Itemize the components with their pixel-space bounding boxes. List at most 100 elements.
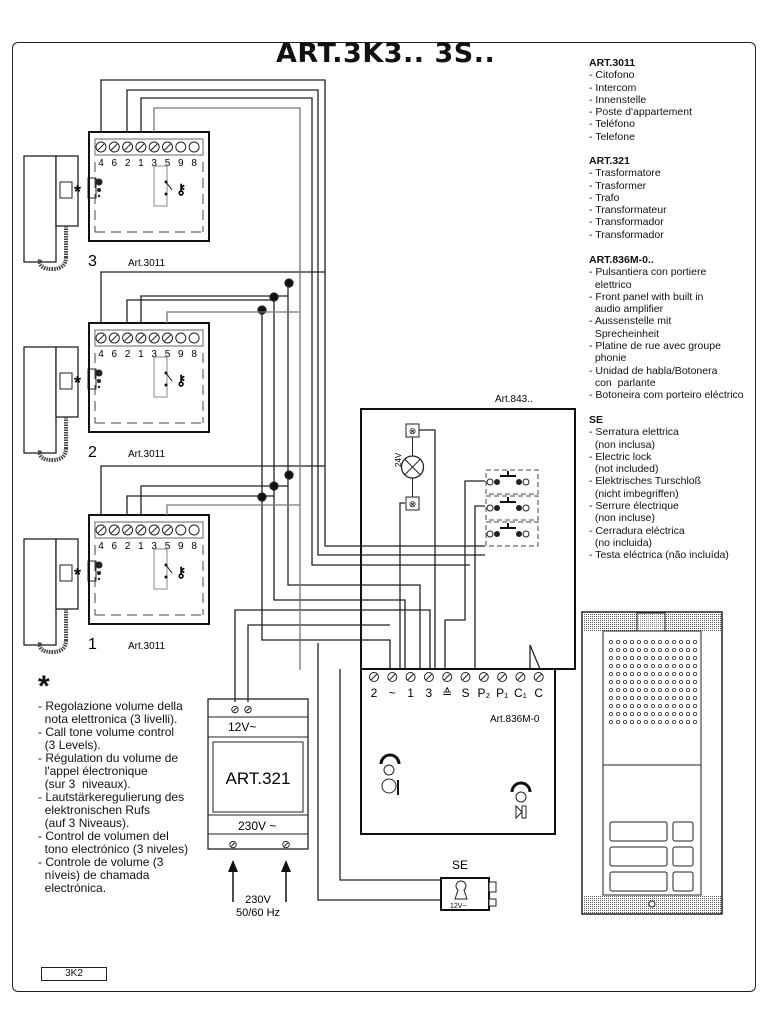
terminal-8 (188, 524, 200, 536)
note-asterisk: * (38, 670, 50, 703)
button-module-label: Art.843.. (495, 394, 533, 405)
list-item: - Transformador (589, 216, 664, 229)
legend-art3011: ART.3011 - Citofono- Intercom- Innenstel… (589, 57, 692, 143)
call-button[interactable] (672, 821, 694, 842)
list-item: - Transformateur (589, 204, 667, 217)
svg-text:⊗: ⊗ (409, 499, 417, 509)
intercom-model: Art.3011 (128, 641, 165, 652)
wire (474, 505, 485, 669)
list-item: - Aussenstelle mit (589, 315, 672, 328)
transformer: ART.321 12V~ 230V ~ ⊘ ⊘ ⊘ ⊘ 230V 50/60 H… (207, 698, 309, 919)
wire-junction (269, 292, 279, 302)
wire (444, 480, 485, 669)
list-item: - Control de volumen del (38, 829, 169, 843)
call-pushbutton-3 (485, 521, 539, 547)
wire (140, 295, 288, 323)
wire (247, 624, 390, 702)
terminal-9 (175, 524, 187, 536)
wire (126, 89, 485, 556)
volume-knob-icon[interactable] (95, 369, 103, 377)
list-item: - Trafo (589, 191, 620, 204)
wire (126, 299, 274, 323)
wire (287, 283, 421, 669)
list-item: - Serrure électrique (589, 500, 679, 513)
list-item: electrónica. (38, 881, 107, 895)
front-panel-label: Art.836M-0 (490, 714, 540, 725)
list-item: - Poste d'appartement (589, 106, 692, 119)
key-icon: ⚷ (176, 564, 186, 580)
terminal-screw: ⊘ (281, 839, 290, 851)
handset-icon (23, 155, 79, 272)
legend-art321: ART.321 - Trasformatore- Trasformer- Tra… (589, 155, 667, 241)
terminal-label: 9 (178, 349, 184, 360)
terminal-label: 6 (112, 158, 118, 169)
terminal-label: 1 (407, 686, 414, 700)
terminal-9 (175, 332, 187, 344)
list-item: - Elektrisches Turschloß (589, 475, 702, 488)
volume-knob-icon[interactable] (95, 178, 103, 186)
terminal-screw: ⊘ (243, 704, 252, 716)
terminal-label: 1 (138, 158, 144, 169)
list-item: - Platine de rue avec groupe (589, 340, 721, 353)
list-item: audio amplifier (589, 303, 664, 316)
wire-junction (269, 481, 279, 491)
intercom-number: 3 (88, 253, 97, 270)
list-item: - Pulsantiera con portiere (589, 266, 707, 279)
asterisk-marker: * (74, 565, 81, 585)
key-icon: ⚷ (176, 181, 186, 197)
list-item: tono electrónico (3 niveles) (38, 842, 189, 856)
list-item: - Botoneira com porteiro eléctrico (589, 389, 744, 402)
terminal-screw: ⊘ (230, 704, 239, 716)
diagram-code: 3K2 (41, 967, 107, 981)
terminal-label: 2 (125, 349, 131, 360)
transformer-input: 230V ~ (238, 819, 276, 833)
terminal-label: 3 (426, 686, 433, 700)
intercom-number: 2 (88, 444, 97, 461)
list-item: - Testa eléctrica (não incluída) (589, 549, 729, 562)
list-item: (3 Levels). (38, 738, 101, 752)
terminal-label: C₁ (514, 686, 527, 700)
wire (234, 609, 431, 702)
list-item: - Serratura elettrica (589, 426, 679, 439)
door-panel-illustration (581, 611, 723, 915)
list-item: (sur 3 niveaux). (38, 777, 131, 791)
call-button[interactable] (672, 871, 694, 892)
intercom-model: Art.3011 (128, 258, 165, 269)
list-item: - Controle de volume (3 (38, 855, 164, 869)
list-item: - Trasformer (589, 179, 647, 192)
wire (273, 297, 406, 669)
terminal-label: 2 (125, 158, 131, 169)
volume-knob-icon[interactable] (95, 561, 103, 569)
list-item: - Front panel with built in (589, 290, 704, 303)
terminal-label: 4 (98, 541, 104, 552)
list-item: - Regolazione volume della (38, 699, 183, 713)
microphone-icon (379, 753, 401, 795)
speaker-icon (510, 781, 532, 820)
legend-heading: SE (589, 414, 604, 426)
terminal-label: 9 (178, 158, 184, 169)
terminal-label: 6 (112, 349, 118, 360)
terminal-label: 4 (98, 158, 104, 169)
list-item: l'appel électronique (38, 764, 148, 778)
list-item: - Innenstelle (589, 93, 647, 106)
call-button[interactable] (672, 846, 694, 867)
list-item: (not included) (589, 463, 659, 476)
list-item: - Electric lock (589, 450, 652, 463)
wire (100, 465, 325, 515)
list-item: - Régulation du volume de (38, 751, 179, 765)
terminal-label: 9 (178, 541, 184, 552)
terminal-label: 5 (165, 349, 171, 360)
key-icon: ⚷ (176, 372, 186, 388)
terminal-label: 4 (98, 349, 104, 360)
wire (317, 643, 441, 901)
diagram-frame (12, 42, 756, 992)
arrow-up-icon (281, 860, 291, 872)
transformer-output: 12V~ (228, 720, 256, 734)
lock-label: SE (452, 858, 468, 872)
list-item: Sprecheinheit (589, 327, 660, 340)
legend-heading: ART.836M-0.. (589, 254, 654, 266)
asterisk-marker: * (74, 182, 81, 202)
